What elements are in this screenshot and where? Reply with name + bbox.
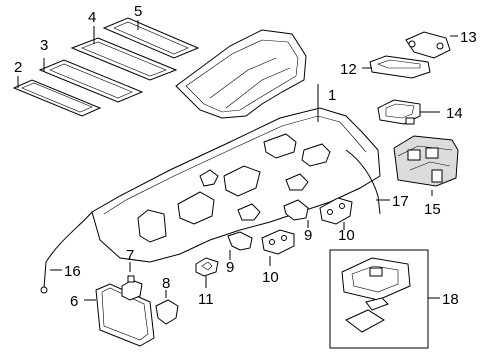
- callout-9-a: 9: [226, 259, 234, 276]
- leader-lines: [17, 20, 458, 301]
- callout-9-b: 9: [304, 227, 312, 244]
- part-10-bracket-a: [261, 229, 295, 255]
- callout-2: 2: [14, 59, 22, 76]
- part-10-bracket-b: [319, 197, 353, 225]
- part-14-bezel: [377, 99, 421, 125]
- part-18-box: [329, 249, 429, 349]
- callout-5: 5: [134, 3, 142, 20]
- callout-18: 18: [442, 291, 459, 308]
- callout-1: 1: [328, 87, 336, 104]
- insulation-pad-5: [102, 17, 200, 59]
- part-11-grommet: [195, 257, 219, 277]
- callout-16: 16: [64, 263, 81, 280]
- insulation-pad-4: [70, 37, 178, 81]
- callout-17: 17: [392, 193, 409, 210]
- roof-pad: [175, 29, 307, 119]
- callout-6: 6: [70, 293, 78, 310]
- callout-7: 7: [126, 247, 134, 264]
- callout-10-b: 10: [338, 227, 355, 244]
- callout-4: 4: [88, 9, 96, 26]
- callout-13: 13: [460, 29, 477, 46]
- insulation-pad-2: [12, 79, 102, 117]
- callout-10-a: 10: [262, 269, 279, 286]
- part-9-clip-b: [283, 199, 309, 221]
- part-9-clip-a: [227, 231, 253, 251]
- part-6-sun-visor: [95, 283, 155, 347]
- part-12-handle: [369, 55, 431, 79]
- part-15-console: [393, 135, 459, 187]
- callout-3: 3: [40, 37, 48, 54]
- part-8-visor-clip: [155, 299, 179, 325]
- callout-12: 12: [340, 61, 357, 78]
- part-13-bracket: [405, 31, 451, 59]
- callout-11: 11: [198, 291, 214, 308]
- part-7-visor-holder: [121, 275, 143, 301]
- callout-14: 14: [446, 105, 463, 122]
- callout-15: 15: [424, 201, 441, 218]
- insulation-pad-3: [38, 59, 144, 103]
- callout-8: 8: [162, 275, 170, 292]
- headliner: [40, 107, 381, 294]
